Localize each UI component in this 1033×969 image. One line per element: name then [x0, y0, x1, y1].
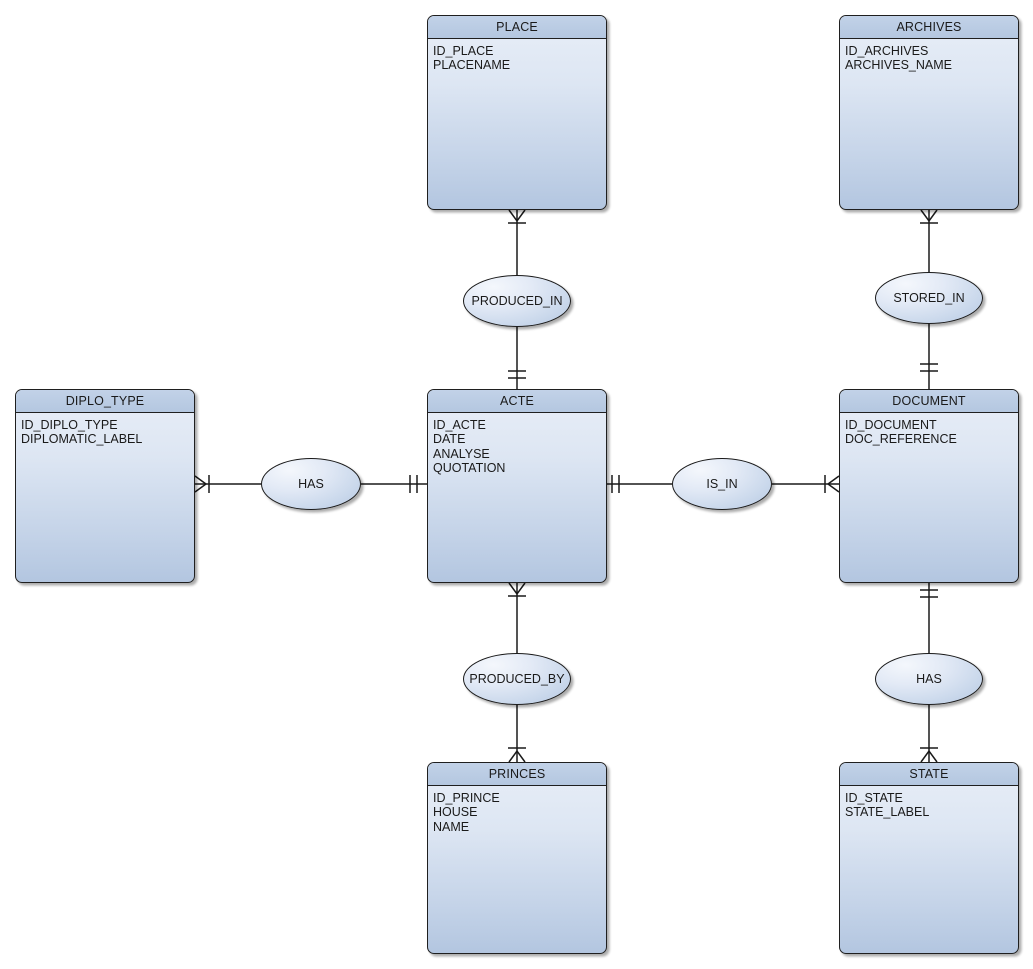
entity-diplo-type[interactable]: DIPLO_TYPE ID_DIPLO_TYPE DIPLOMATIC_LABE…	[15, 389, 195, 583]
entity-attribute-list: ID_DOCUMENT DOC_REFERENCE	[840, 413, 1018, 447]
entity-attribute-list: ID_STATE STATE_LABEL	[840, 786, 1018, 820]
entity-attribute: STATE_LABEL	[845, 805, 930, 820]
entity-attribute: ID_DOCUMENT	[845, 418, 937, 432]
entity-attribute: ID_PLACE	[433, 44, 494, 58]
entity-attribute: ID_ARCHIVES	[845, 44, 929, 58]
relationship-produced-in[interactable]: PRODUCED_IN	[463, 275, 571, 327]
entity-attribute: QUOTATION	[433, 460, 506, 475]
crowsfoot-diplotype	[194, 475, 208, 493]
relationship-label: HAS	[916, 672, 942, 686]
entity-attribute: DIPLOMATIC_LABEL	[21, 432, 143, 447]
entity-attribute: DOC_REFERENCE	[845, 432, 957, 447]
entity-attribute-list: ID_ARCHIVES ARCHIVES_NAME	[840, 39, 1018, 73]
entity-place[interactable]: PLACE ID_PLACE PLACENAME	[427, 15, 607, 210]
entity-title: ARCHIVES	[840, 16, 1018, 39]
entity-attribute-list: ID_PRINCE HOUSE NAME	[428, 786, 606, 834]
entity-princes[interactable]: PRINCES ID_PRINCE HOUSE NAME	[427, 762, 607, 954]
entity-attribute-list: ID_PLACE PLACENAME	[428, 39, 606, 73]
entity-attribute: ID_ACTE	[433, 418, 486, 432]
entity-attribute: ID_STATE	[845, 791, 903, 805]
entity-attribute: ANALYSE	[433, 446, 490, 461]
entity-attribute-list: ID_DIPLO_TYPE DIPLOMATIC_LABEL	[16, 413, 194, 447]
crowsfoot-acte-producedby	[508, 582, 526, 596]
entity-attribute: ID_PRINCE	[433, 791, 500, 805]
entity-archives[interactable]: ARCHIVES ID_ARCHIVES ARCHIVES_NAME	[839, 15, 1019, 210]
entity-attribute-list: ID_ACTE DATE ANALYSE QUOTATION	[428, 413, 606, 475]
relationship-is-in[interactable]: IS_IN	[672, 458, 772, 510]
relationship-label: IS_IN	[706, 477, 738, 491]
crowsfoot-place	[508, 209, 526, 223]
relationship-label: PRODUCED_BY	[469, 672, 565, 686]
entity-attribute: ID_DIPLO_TYPE	[21, 418, 118, 432]
relationship-produced-by[interactable]: PRODUCED_BY	[463, 653, 571, 705]
entity-attribute: PLACENAME	[433, 58, 511, 73]
entity-title: PRINCES	[428, 763, 606, 786]
entity-attribute: DATE	[433, 432, 466, 447]
crowsfoot-document-isin	[826, 475, 840, 493]
crowsfoot-princes	[508, 749, 526, 763]
crowsfoot-archives	[920, 209, 938, 223]
entity-title: STATE	[840, 763, 1018, 786]
relationship-label: PRODUCED_IN	[471, 294, 563, 308]
entity-state[interactable]: STATE ID_STATE STATE_LABEL	[839, 762, 1019, 954]
relationship-has-diplo-type[interactable]: HAS	[261, 458, 361, 510]
crowsfoot-state	[920, 749, 938, 763]
entity-title: DOCUMENT	[840, 390, 1018, 413]
entity-title: ACTE	[428, 390, 606, 413]
entity-attribute: HOUSE	[433, 805, 478, 820]
entity-title: PLACE	[428, 16, 606, 39]
relationship-has-state[interactable]: HAS	[875, 653, 983, 705]
entity-attribute: ARCHIVES_NAME	[845, 58, 952, 73]
relationship-stored-in[interactable]: STORED_IN	[875, 272, 983, 324]
entity-document[interactable]: DOCUMENT ID_DOCUMENT DOC_REFERENCE	[839, 389, 1019, 583]
entity-title: DIPLO_TYPE	[16, 390, 194, 413]
entity-attribute: NAME	[433, 819, 470, 834]
relationship-label: STORED_IN	[893, 291, 965, 305]
entity-acte[interactable]: ACTE ID_ACTE DATE ANALYSE QUOTATION	[427, 389, 607, 583]
relationship-label: HAS	[298, 477, 324, 491]
